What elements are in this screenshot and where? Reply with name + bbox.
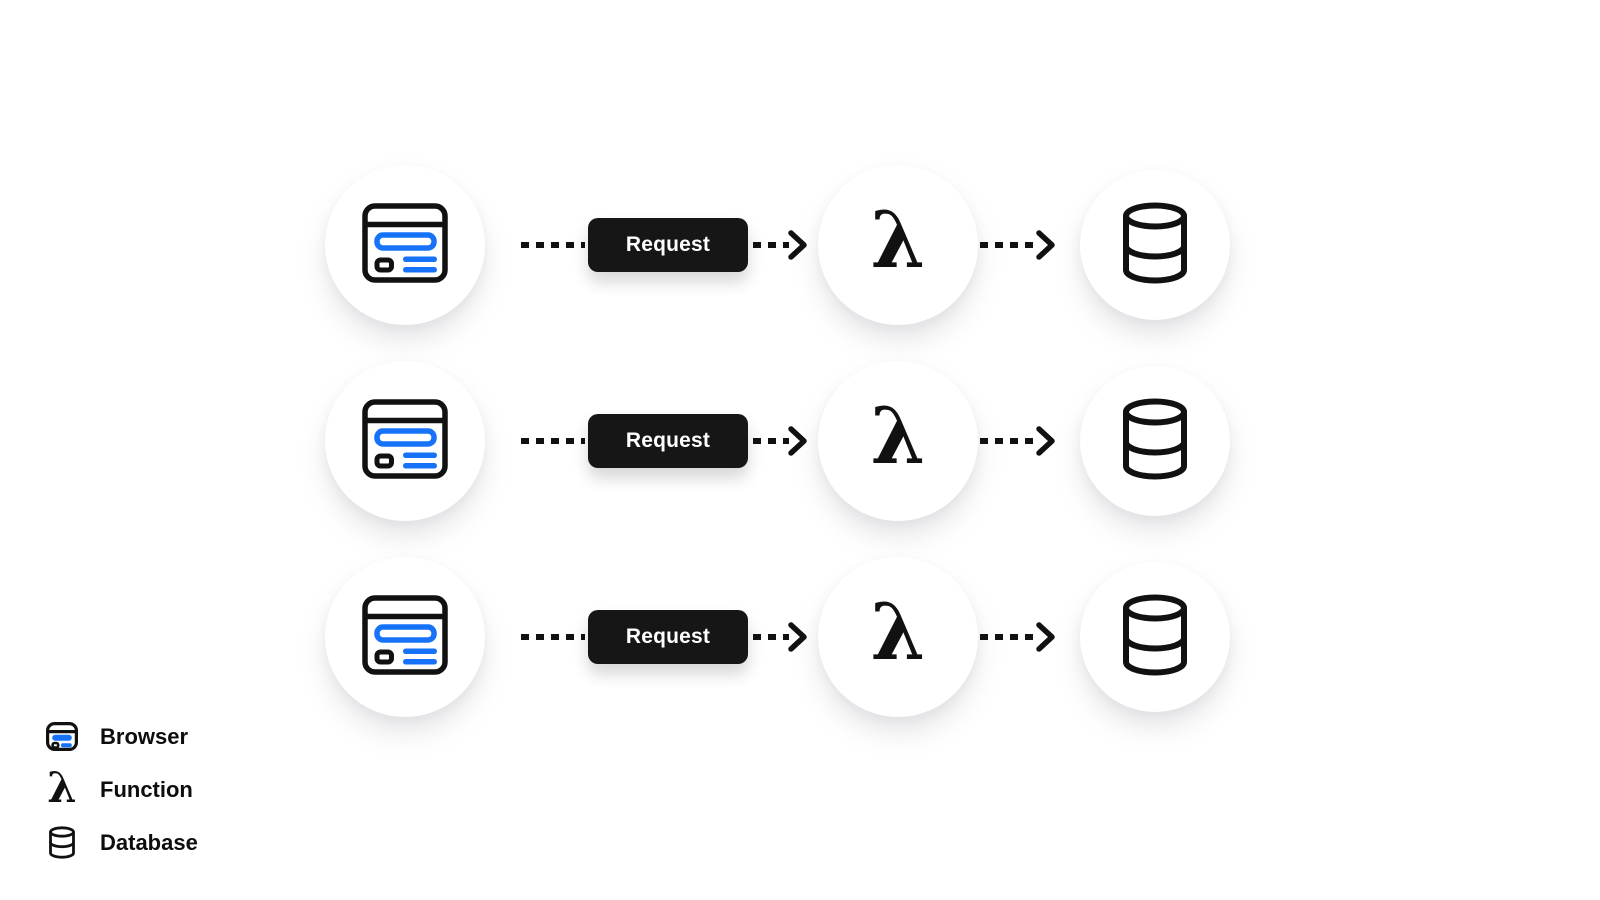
dashed-connector <box>980 438 1036 444</box>
arrowhead-icon <box>1036 230 1056 260</box>
legend-item-label: Browser <box>100 723 189 749</box>
browser-node <box>325 361 485 521</box>
request-label: Request <box>625 429 711 452</box>
database-icon <box>1120 594 1190 681</box>
dashed-connector <box>521 634 585 640</box>
legend-item-label: Database <box>100 829 198 855</box>
browser-icon <box>362 594 448 680</box>
dashed-connector <box>521 438 585 444</box>
legend-item-function: λ Function <box>44 763 198 816</box>
database-node <box>1080 562 1230 712</box>
browser-node <box>325 557 485 717</box>
request-badge: Request <box>588 218 748 272</box>
dashed-connector <box>521 242 585 248</box>
dashed-connector <box>753 242 789 248</box>
legend: Browser λ Function Database <box>44 710 198 869</box>
dashed-connector <box>980 634 1036 640</box>
browser-node <box>325 165 485 325</box>
arrowhead-icon <box>788 622 808 652</box>
database-node <box>1080 170 1230 320</box>
database-icon <box>44 826 80 859</box>
lambda-icon: λ <box>870 587 926 678</box>
request-label: Request <box>625 233 711 256</box>
dashed-connector <box>753 634 789 640</box>
dashed-connector <box>980 242 1036 248</box>
function-node: λ <box>818 557 978 717</box>
arrowhead-icon <box>788 426 808 456</box>
arrowhead-icon <box>1036 622 1056 652</box>
lambda-icon: λ <box>870 195 926 286</box>
lambda-icon: λ <box>47 762 77 812</box>
browser-icon <box>362 202 448 288</box>
request-label: Request <box>625 625 711 648</box>
browser-icon <box>362 398 448 484</box>
dashed-connector <box>753 438 789 444</box>
browser-icon <box>44 722 80 751</box>
request-badge: Request <box>588 610 748 664</box>
arrowhead-icon <box>788 230 808 260</box>
arrowhead-icon <box>1036 426 1056 456</box>
database-icon <box>1120 398 1190 485</box>
function-node: λ <box>818 165 978 325</box>
legend-item-browser: Browser <box>44 710 198 763</box>
function-node: λ <box>818 361 978 521</box>
legend-item-database: Database <box>44 816 198 869</box>
database-node <box>1080 366 1230 516</box>
legend-item-label: Function <box>100 776 193 802</box>
database-icon <box>1120 202 1190 289</box>
request-badge: Request <box>588 414 748 468</box>
lambda-icon: λ <box>870 391 926 482</box>
